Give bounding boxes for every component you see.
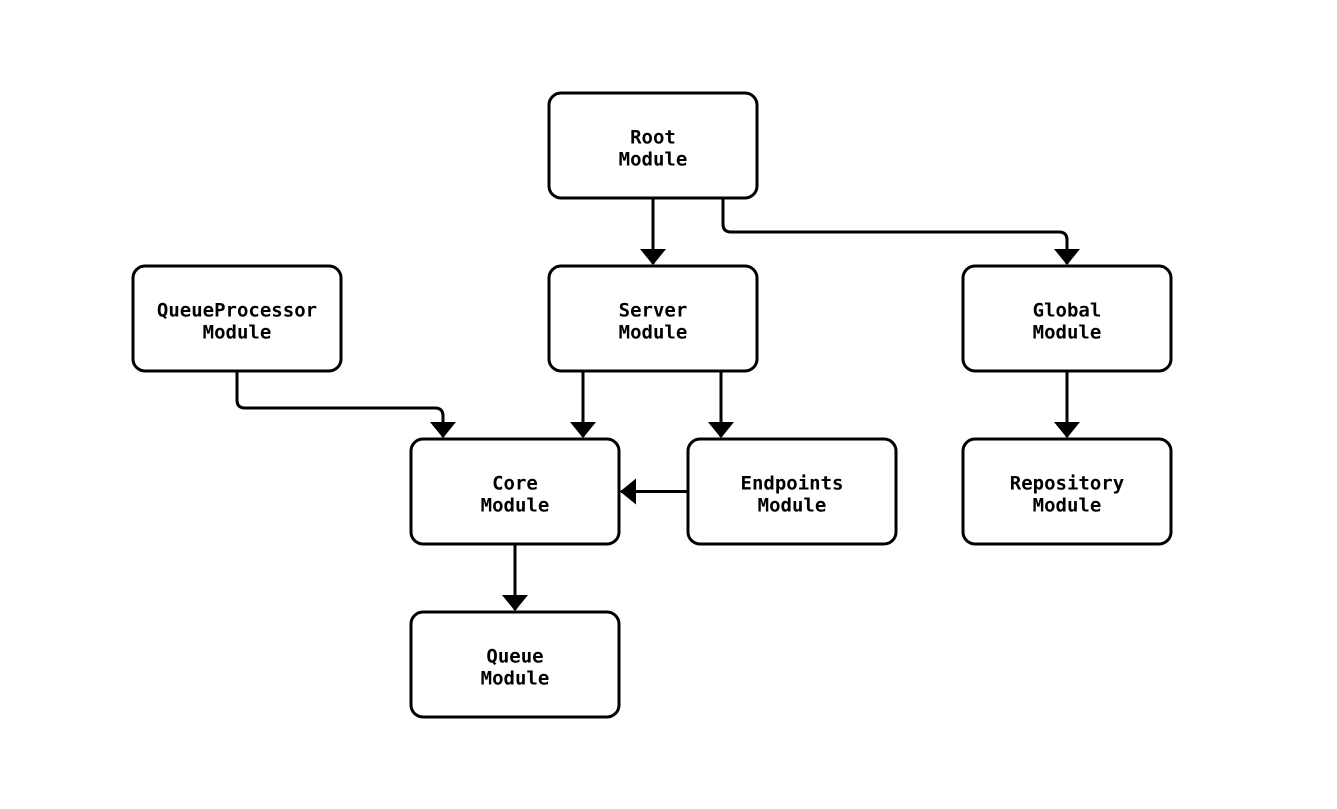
node-endpoints-module: Endpoints Module: [686, 437, 898, 546]
nodes-layer: Root Module Server Module Global Module …: [131, 91, 1173, 719]
root-module-box: [547, 91, 759, 200]
core-module-label: Core: [492, 473, 538, 495]
endpoints-module-box: [686, 437, 898, 546]
edge-root-to-global: [721, 198, 1080, 265]
queueprocessor-module-label: Module: [203, 322, 272, 344]
queue-module-label: Queue: [486, 646, 543, 668]
endpoints-module-label: Module: [758, 495, 827, 517]
global-module-label: Module: [1033, 322, 1102, 344]
node-core-module: Core Module: [409, 437, 621, 546]
endpoints-module-label: Endpoints: [741, 473, 844, 495]
queue-module-label: Module: [481, 668, 550, 690]
server-module-label: Module: [619, 322, 688, 344]
repository-module-label: Module: [1033, 495, 1102, 517]
repository-module-label: Repository: [1010, 473, 1124, 495]
node-server-module: Server Module: [547, 264, 759, 373]
global-module-box: [961, 264, 1173, 373]
node-repository-module: Repository Module: [961, 437, 1173, 546]
node-queueprocessor-module: QueueProcessor Module: [131, 264, 343, 373]
queueprocessor-module-label: QueueProcessor: [157, 300, 317, 322]
node-global-module: Global Module: [961, 264, 1173, 373]
root-module-label: Root: [630, 127, 676, 149]
repository-module-box: [961, 437, 1173, 546]
node-queue-module: Queue Module: [409, 610, 621, 719]
server-module-label: Server: [619, 300, 688, 322]
global-module-label: Global: [1033, 300, 1102, 322]
core-module-box: [409, 437, 621, 546]
queueprocessor-module-box: [131, 264, 343, 373]
edges-layer: [235, 198, 1080, 611]
node-root-module: Root Module: [547, 91, 759, 200]
server-module-box: [547, 264, 759, 373]
core-module-label: Module: [481, 495, 550, 517]
edge-queueprocessor-to-core: [235, 371, 456, 438]
root-module-label: Module: [619, 149, 688, 171]
queue-module-box: [409, 610, 621, 719]
